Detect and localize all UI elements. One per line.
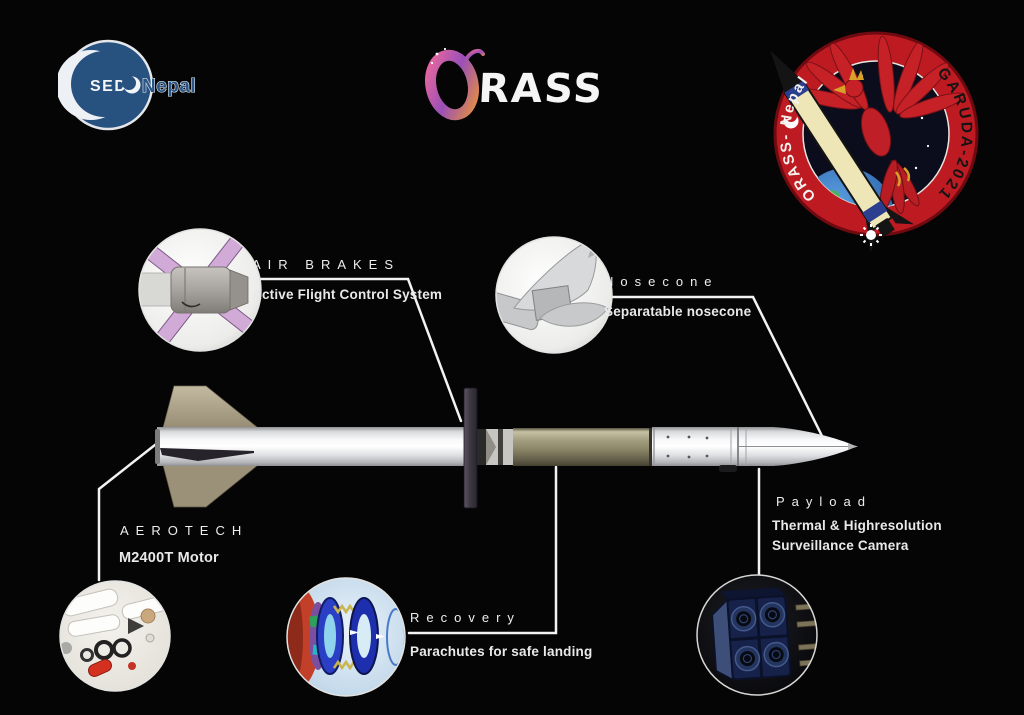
nosecone-render <box>739 427 858 466</box>
seds-wordmark: Nepal <box>142 76 196 97</box>
patch-nepal-sun-icon <box>860 224 882 246</box>
recovery-inset-image <box>286 577 406 697</box>
rocket-render <box>155 385 858 509</box>
side-fin <box>160 448 254 461</box>
payload-bay-tube <box>652 427 739 466</box>
motor-parts-inset-image <box>59 580 171 692</box>
payload-subtitle: Thermal & Highresolution Surveillance Ca… <box>772 516 942 556</box>
motor-title: AEROTECH <box>120 523 249 538</box>
recovery-subtitle: Parachutes for safe landing <box>410 644 593 659</box>
motor-end-cap <box>155 429 160 464</box>
payload-subtitle-line1: Thermal & Highresolution <box>772 518 942 533</box>
garuda-2021-mission-patch: GARUDA-2021 ORASS- Nepal <box>770 31 979 252</box>
tube-joint <box>649 428 652 466</box>
nosecone-callout-line <box>610 295 824 438</box>
recovery-callout-line <box>407 465 558 635</box>
air-brakes-callout-line <box>254 277 463 423</box>
payload-inset-image <box>696 574 818 696</box>
air-brakes-subtitle: Active Flight Control System <box>252 287 443 302</box>
air-brakes-inset-image <box>138 228 262 352</box>
recovery-bay-tube <box>513 428 652 466</box>
garuda-bird-icon <box>790 35 966 215</box>
patch-nepal-moon-icon <box>783 110 799 129</box>
nosecone-title: Nosecone <box>604 274 719 289</box>
nosecone-subtitle: Separatable nosecone <box>604 304 752 319</box>
orass-o-nebula-icon <box>425 47 485 121</box>
payload-title: Payload <box>776 494 872 509</box>
upper-fin <box>162 385 259 429</box>
lower-fin <box>162 464 259 508</box>
air-brakes-title: AIR BRAKES <box>252 257 401 272</box>
air-brake-fin <box>463 387 478 509</box>
orass-logo: RASS <box>425 47 605 121</box>
payload-subtitle-line2: Surveillance Camera <box>772 538 909 553</box>
rail-button <box>719 465 737 472</box>
orass-wordmark: RASS <box>477 66 605 112</box>
nosecone-inset-image <box>495 236 613 354</box>
motor-callout-line <box>97 439 162 582</box>
seds-nepal-logo: SEDS Nepal <box>58 39 196 131</box>
coupler-section <box>477 429 514 465</box>
motor-subtitle: M2400T Motor <box>119 550 219 566</box>
recovery-title: Recovery <box>410 610 521 625</box>
